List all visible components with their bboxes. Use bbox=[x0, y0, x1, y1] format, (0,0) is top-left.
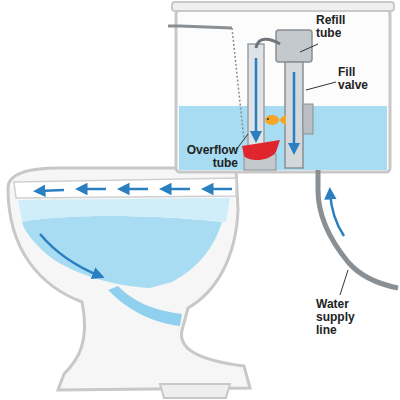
water-supply-pipe bbox=[318, 170, 398, 288]
supply-flow-arrow bbox=[330, 192, 344, 236]
bowl-rim bbox=[14, 178, 236, 198]
fill-valve-cap bbox=[276, 30, 312, 62]
rim-flow-arrows bbox=[38, 189, 232, 276]
part-label: Fill valve bbox=[338, 66, 382, 92]
lift-chain bbox=[232, 28, 244, 140]
tank-lid bbox=[172, 2, 394, 11]
fill-valve-arrow bbox=[293, 72, 296, 150]
tank-water bbox=[179, 106, 387, 170]
part-label: Water supply line bbox=[316, 298, 370, 337]
goldfish bbox=[265, 114, 286, 126]
bowl-body bbox=[8, 168, 250, 390]
bowl-water bbox=[22, 216, 222, 288]
trapway-water bbox=[108, 286, 182, 326]
label-holder: Refill tube bbox=[316, 14, 362, 40]
float-cup bbox=[303, 104, 313, 134]
overflow-arrow bbox=[255, 58, 258, 138]
base-flange bbox=[160, 384, 230, 398]
label-holder: Overflow tube bbox=[182, 144, 238, 170]
leader-lines bbox=[236, 44, 348, 295]
label-holder: Water supply line bbox=[316, 298, 370, 337]
label-holder: Fill valve bbox=[338, 66, 382, 92]
refill-tube bbox=[256, 39, 280, 48]
bowl-wash bbox=[18, 198, 230, 222]
flush-handle bbox=[168, 26, 232, 28]
overflow-tube bbox=[248, 44, 264, 152]
fill-valve-body bbox=[285, 62, 303, 168]
part-label: Refill tube bbox=[316, 14, 362, 40]
flapper bbox=[242, 140, 280, 160]
tank-body bbox=[176, 10, 390, 172]
part-label: Overflow tube bbox=[182, 144, 238, 170]
